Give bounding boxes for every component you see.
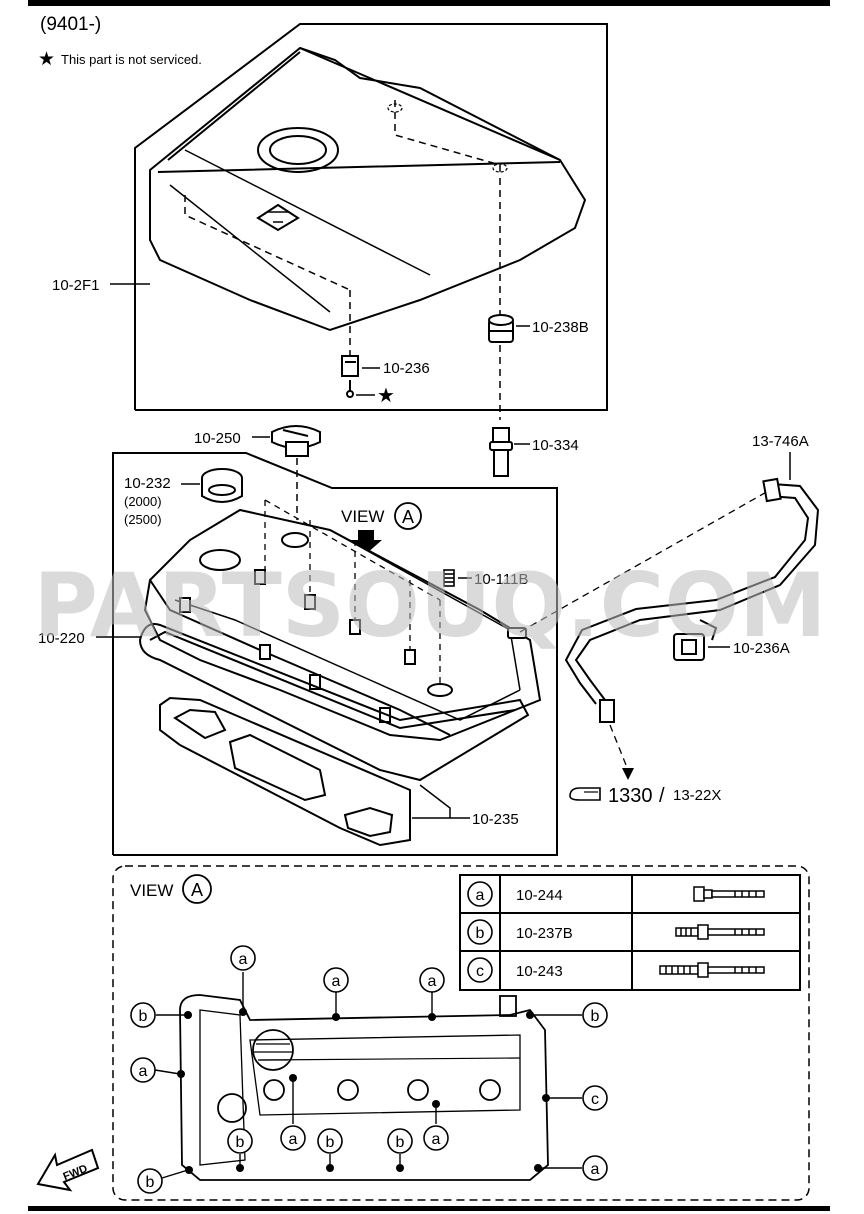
dash-hose-ref [609, 724, 629, 771]
not-serviced-note: This part is not serviced. [61, 52, 202, 67]
callout-a-top-1: a [230, 945, 256, 1016]
legend-key-a-circle [467, 881, 493, 907]
label-ref-sep: / [659, 785, 665, 807]
plug-part [201, 468, 243, 503]
svg-text:b: b [139, 1008, 148, 1025]
label-plug-note-2500: (2500) [124, 512, 162, 527]
bolt-a-icon [693, 886, 765, 902]
callout-a-mid-2: a [423, 1100, 449, 1151]
leader-gasket [419, 784, 451, 818]
pin-part [443, 569, 455, 587]
view-a-detail-letter: A [191, 880, 203, 900]
frame-engine-cover [134, 23, 608, 411]
star-icon: ★ [377, 385, 395, 407]
svg-text:a: a [289, 1131, 298, 1148]
cylinder-head-cover [143, 508, 542, 742]
view-a-head-cover [179, 994, 549, 1181]
gasket-part [138, 623, 530, 782]
label-bracket: 10-236A [733, 640, 790, 657]
view-a-word: VIEW [341, 507, 384, 526]
callout-b-top-left: b [130, 1002, 192, 1028]
label-ref-fig: 1330 [608, 785, 653, 807]
view-a-frame [112, 865, 810, 1201]
bolt-legend-table: a 10-244 b 10-237B c 10-243 [459, 874, 801, 991]
callout-b-bottom-2: b [317, 1128, 343, 1172]
svg-text:c: c [591, 1091, 599, 1108]
legend-part-b: 10-237B [516, 925, 573, 942]
star-icon: ★ [38, 49, 55, 70]
bottom-rule [28, 1206, 830, 1211]
fwd-arrow-icon: FWD [36, 1148, 100, 1192]
head-cover-dashes [264, 499, 441, 685]
svg-text:a: a [332, 973, 341, 990]
clip-part [341, 355, 359, 398]
callout-b-bottom-3: b [387, 1128, 413, 1172]
legend-part-a: 10-244 [516, 887, 563, 904]
diagram-code: (9401-) [40, 14, 101, 35]
stud-part [489, 427, 513, 477]
lower-gasket-part [159, 696, 411, 847]
label-hose: 13-746A [752, 433, 809, 450]
legend-key-a: a [476, 887, 485, 904]
svg-text:b: b [146, 1174, 155, 1191]
legend-key-c: c [476, 963, 484, 980]
label-plug-note-2000: (2000) [124, 494, 162, 509]
svg-text:a: a [139, 1063, 148, 1080]
frame-head-cover [112, 452, 558, 856]
view-a-detail-circle [182, 874, 212, 904]
svg-text:b: b [236, 1134, 245, 1151]
svg-text:a: a [239, 951, 248, 968]
callout-c-right: c [542, 1085, 608, 1111]
label-ref-sub: 13-22X [673, 787, 721, 804]
callout-a-left: a [130, 1057, 185, 1083]
callout-a-top-3: a [419, 967, 445, 1021]
label-oil-cap: 10-250 [194, 430, 241, 447]
svg-text:a: a [428, 973, 437, 990]
svg-text:a: a [591, 1161, 600, 1178]
svg-text:b: b [396, 1134, 405, 1151]
pointing-hand-icon [569, 787, 601, 801]
callout-b-bottom-1: b [227, 1128, 253, 1172]
callout-a-right: a [534, 1155, 608, 1181]
legend-key-b: b [476, 925, 485, 942]
legend-key-b-circle [467, 919, 493, 945]
label-gasket: 10-235 [472, 811, 519, 828]
label-insulator: 10-238B [532, 319, 589, 336]
view-a-letter: A [402, 507, 414, 527]
watermark: PARTSOUQ.COM [33, 554, 826, 657]
callout-a-top-2: a [323, 967, 349, 1021]
svg-text:b: b [326, 1134, 335, 1151]
label-pin: 10-111B [474, 571, 529, 588]
label-clip: 10-236 [383, 360, 430, 377]
callout-b-bottom-left: b [137, 1166, 193, 1194]
view-a-circle [394, 502, 422, 530]
hose-part [564, 477, 820, 723]
view-a-detail-word: VIEW [130, 881, 173, 900]
label-head-cover: 10-220 [38, 630, 85, 647]
svg-text:a: a [432, 1131, 441, 1148]
legend-part-c: 10-243 [516, 963, 563, 980]
label-plug: 10-232 [124, 475, 171, 492]
view-arrow-icon [350, 530, 382, 554]
legend-key-c-circle [467, 957, 493, 983]
svg-text:b: b [591, 1008, 600, 1025]
engine-cover [149, 46, 587, 332]
label-engine-cover: 10-2F1 [52, 277, 100, 294]
bracket-part [673, 619, 718, 661]
top-rule [28, 0, 830, 6]
bolt-b-icon [675, 924, 765, 940]
label-stud: 10-334 [532, 437, 579, 454]
insulator-part [488, 314, 514, 343]
callout-b-top-right: b [526, 1002, 608, 1028]
callout-a-mid-1: a [280, 1074, 306, 1151]
arrow-down-icon [622, 768, 634, 780]
oil-cap-part [271, 425, 321, 457]
bolt-c-icon [659, 962, 765, 978]
